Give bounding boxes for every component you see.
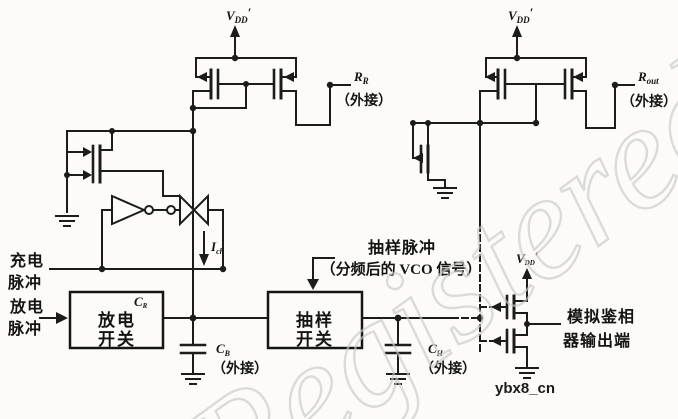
mosfet-arrow-icon	[485, 72, 495, 82]
output-pmos	[479, 294, 528, 320]
ground-symbol	[55, 215, 79, 227]
switch-row	[39, 257, 481, 385]
discharge-switch-label-2: 开关	[98, 329, 136, 349]
vdd-out-arrow-icon	[522, 268, 532, 279]
discharge-switch-label-1: 放电	[97, 310, 136, 330]
source-lead	[427, 170, 446, 189]
junction-dot	[326, 81, 334, 89]
ich-label: Ich	[210, 239, 225, 256]
tg-triangle-left	[179, 193, 196, 227]
junction-dot	[513, 54, 521, 62]
junction-dot	[231, 54, 239, 62]
charge-switch-cluster	[49, 127, 227, 319]
tg-triangle-right	[192, 193, 209, 227]
sampling-switch-label-2: 开关	[296, 329, 334, 349]
junction-dot	[109, 128, 115, 134]
registered-watermark: Registered	[157, 27, 678, 419]
ich-current-arrow	[199, 231, 209, 266]
inverter-gate	[98, 194, 168, 273]
vdd-label-right: VDD′	[508, 5, 534, 25]
drain-lead	[571, 84, 616, 129]
output-terminal-label-1: 模拟鉴相	[567, 307, 635, 326]
mosfet-arrow-icon	[284, 72, 294, 82]
rout-label: Rout	[637, 69, 659, 86]
mosfet-arrow-icon	[573, 72, 583, 82]
branch-wire	[66, 130, 194, 213]
junction-dot	[611, 81, 619, 89]
discharge-switch-box	[68, 290, 165, 350]
ch-ext-label: （外接）	[420, 360, 476, 377]
down-arrow-icon	[307, 279, 319, 290]
site-mark-text: ybx8_cn	[495, 380, 555, 397]
source-lead	[513, 346, 528, 369]
drain-lead	[280, 84, 331, 126]
junction-dot	[243, 81, 249, 87]
source-route-wire	[99, 170, 180, 197]
vdd-label-left: VDD′	[226, 5, 252, 25]
rr-label: RR	[353, 69, 369, 86]
drain-lead	[99, 130, 113, 151]
dual-gate-mosfet	[64, 128, 180, 197]
sampling-switch-label-1: 抽样	[296, 310, 334, 330]
discharge-pulse-label-1: 放电	[9, 297, 44, 316]
charge-pulse-label-1: 充电	[10, 251, 44, 270]
output-terminal-label-2: 器输出端	[562, 331, 631, 350]
charge-pulse-label-2: 脉冲	[7, 273, 42, 292]
capacitor-cb	[179, 317, 207, 385]
rr-ext-label: （外接）	[336, 92, 392, 109]
sampling-pulse-arrow	[307, 257, 335, 290]
rout-ext-label: （外接）	[621, 93, 677, 110]
ground-symbol	[433, 187, 457, 199]
output-stage	[479, 268, 561, 379]
capacitor-ch	[384, 317, 412, 385]
vdd-right-arrow-icon	[512, 25, 522, 37]
left-current-mirror	[189, 25, 351, 132]
discharge-pulse-label-2: 脉冲	[7, 319, 42, 338]
mosfet-arrow-icon	[491, 336, 501, 346]
transmission-gate	[166, 193, 227, 273]
output-nmos	[479, 328, 528, 369]
drain-lead	[192, 90, 212, 132]
inverter-bubble-icon	[144, 205, 154, 215]
junction-dot	[64, 172, 70, 178]
sampling-pulse-label-1: 抽样脉冲	[368, 238, 436, 257]
junction-dot	[524, 321, 530, 327]
discharge-box-note: CR	[134, 294, 148, 310]
inverter-input-wire	[101, 209, 113, 270]
cb-ext-label: （外接）	[212, 360, 268, 377]
control-bubble-icon	[166, 205, 176, 215]
mosfet-arrow-icon	[197, 72, 207, 82]
cb-label: CB	[216, 341, 231, 358]
diode-tie-wire	[192, 83, 247, 109]
drain-lead	[479, 90, 499, 124]
inverter-triangle	[111, 194, 147, 226]
junction-dot	[476, 314, 484, 322]
diode-connected-nmos	[410, 119, 537, 356]
mosfet-arrow-icon	[83, 170, 92, 180]
pmos-transistor-right	[272, 57, 331, 126]
tg-control-wire	[207, 209, 224, 270]
ch-label: CH	[428, 341, 444, 358]
pmos-transistor-left	[479, 57, 507, 124]
sampling-pulse-label-2: （分频后的 VCO 信号）	[321, 260, 482, 278]
down-arrow-icon	[199, 254, 209, 266]
mosfet-arrow-icon	[83, 147, 92, 157]
ground-symbol	[515, 367, 539, 379]
pmos-transistor-left	[192, 57, 220, 132]
right-current-mirror	[479, 25, 635, 129]
junction-dot	[189, 104, 197, 112]
sampling-switch-box	[266, 290, 364, 350]
vdd-left-arrow-icon	[230, 25, 240, 37]
right-arrow-icon	[56, 312, 68, 324]
vdd-label-output: VDD′	[516, 249, 539, 267]
mosfet-arrow-icon	[491, 302, 501, 312]
